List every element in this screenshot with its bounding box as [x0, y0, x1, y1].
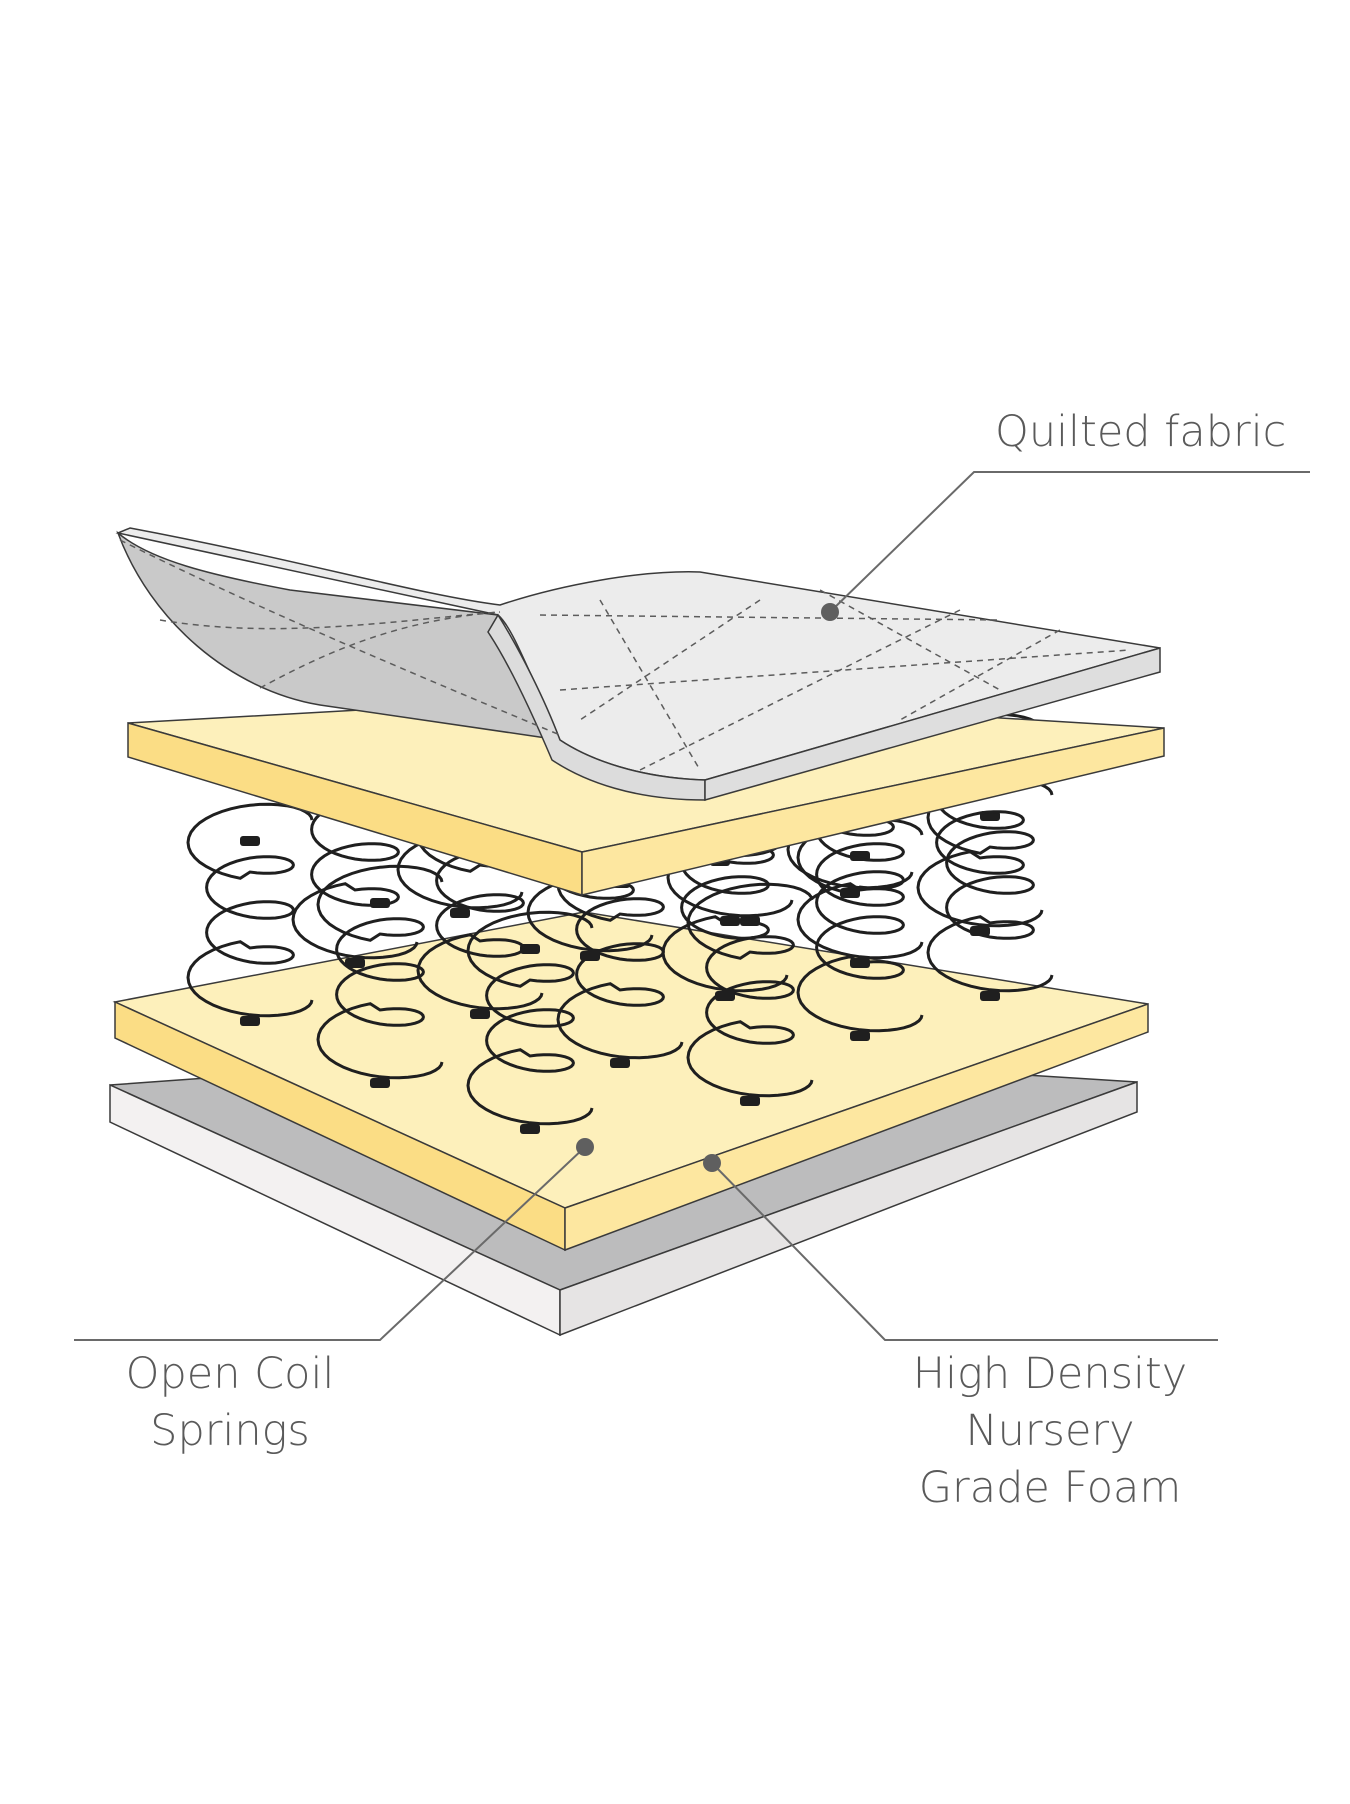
label-foam-line-3: Grade Foam — [918, 1463, 1182, 1513]
leader-line-coil — [74, 1146, 586, 1341]
spring-clip — [240, 1016, 260, 1026]
spring-clip — [715, 991, 735, 1001]
leader-line-quilted — [829, 471, 1310, 613]
label-foam: High Density Nursery Grade Foam — [900, 1346, 1200, 1517]
spring-clip — [470, 1009, 490, 1019]
coil-spring — [686, 882, 814, 1098]
spring-clip — [840, 888, 860, 898]
quilted-fabric-dot — [821, 603, 839, 621]
spring-clip — [450, 908, 470, 918]
label-quilted-fabric-line: Quilted fabric — [995, 407, 1287, 457]
coil-spring — [416, 795, 544, 1011]
label-open-coil-springs-line-1: Open Coil — [125, 1349, 335, 1399]
coil-spring — [926, 777, 1054, 993]
fabric-quilt-stitching — [119, 539, 1131, 771]
leader-line-foam — [711, 1162, 1218, 1341]
coil-spring — [186, 802, 314, 1018]
spring-clip — [970, 926, 990, 936]
spring-clip — [740, 1096, 760, 1106]
label-quilted-fabric: Quilted fabric — [995, 404, 1286, 461]
spring-clip — [520, 944, 540, 954]
spring-clip — [720, 916, 740, 926]
spring-clip — [610, 1058, 630, 1068]
lower-foam-layer — [112, 911, 1149, 1252]
upper-foam-side-right — [581, 727, 1165, 896]
spring-clip — [520, 1124, 540, 1134]
label-open-coil-springs-line-2: Springs — [150, 1406, 310, 1456]
leader-lines — [74, 471, 1310, 1341]
label-foam-line-1: High Density — [912, 1349, 1188, 1399]
coil-spring — [316, 864, 444, 1080]
spring-clip — [370, 1078, 390, 1088]
spring-clip — [850, 1031, 870, 1041]
label-foam-line-2: Nursery — [965, 1406, 1135, 1456]
base-layer-side-right — [559, 1080, 1138, 1337]
spring-clip — [345, 958, 365, 968]
spring-clip — [240, 836, 260, 846]
open-coil-springs-dot — [576, 1138, 594, 1156]
label-open-coil-springs: Open Coil Springs — [100, 1346, 360, 1460]
spring-clip — [850, 958, 870, 968]
spring-clip — [980, 991, 1000, 1001]
spring-clip — [580, 951, 600, 961]
foam-dot — [703, 1154, 721, 1172]
fabric-front-edge — [704, 647, 1161, 801]
quilted-fabric-layer — [115, 527, 1161, 801]
coil-spring — [466, 910, 594, 1126]
lower-foam-side-right — [564, 1002, 1149, 1252]
coil-spring — [796, 817, 924, 1033]
